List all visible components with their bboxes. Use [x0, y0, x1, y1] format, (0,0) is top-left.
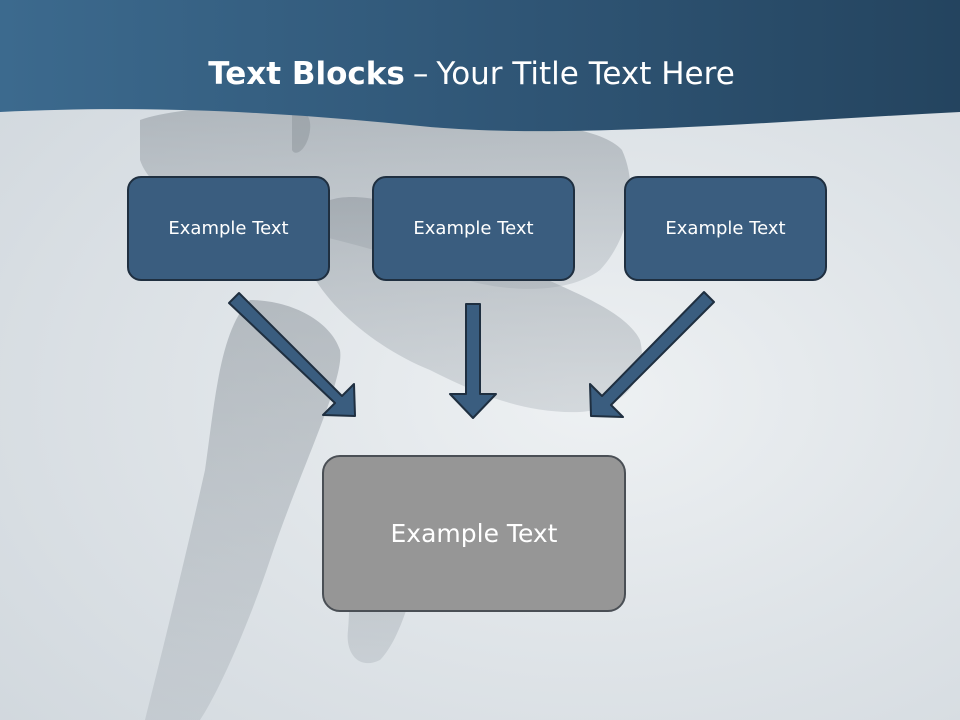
- text-block-2-label: Example Text: [413, 218, 534, 239]
- title-bold: Text Blocks: [208, 56, 405, 92]
- header-band: [0, 0, 960, 132]
- title-separator: –: [412, 56, 429, 92]
- diagonal-down-right-arrow-icon: [228, 292, 356, 417]
- text-block-1-label: Example Text: [168, 218, 289, 239]
- text-block-1: Example Text: [127, 176, 330, 281]
- text-block-2: Example Text: [372, 176, 575, 281]
- slide-title: Text Blocks–Your Title Text Here: [0, 52, 943, 96]
- diagonal-down-left-arrow-icon: [589, 291, 715, 418]
- title-rest: Your Title Text Here: [436, 56, 735, 92]
- result-block-label: Example Text: [390, 519, 558, 548]
- text-block-3-label: Example Text: [665, 218, 786, 239]
- result-block: Example Text: [322, 455, 626, 612]
- text-block-3: Example Text: [624, 176, 827, 281]
- down-arrow-icon: [449, 303, 497, 419]
